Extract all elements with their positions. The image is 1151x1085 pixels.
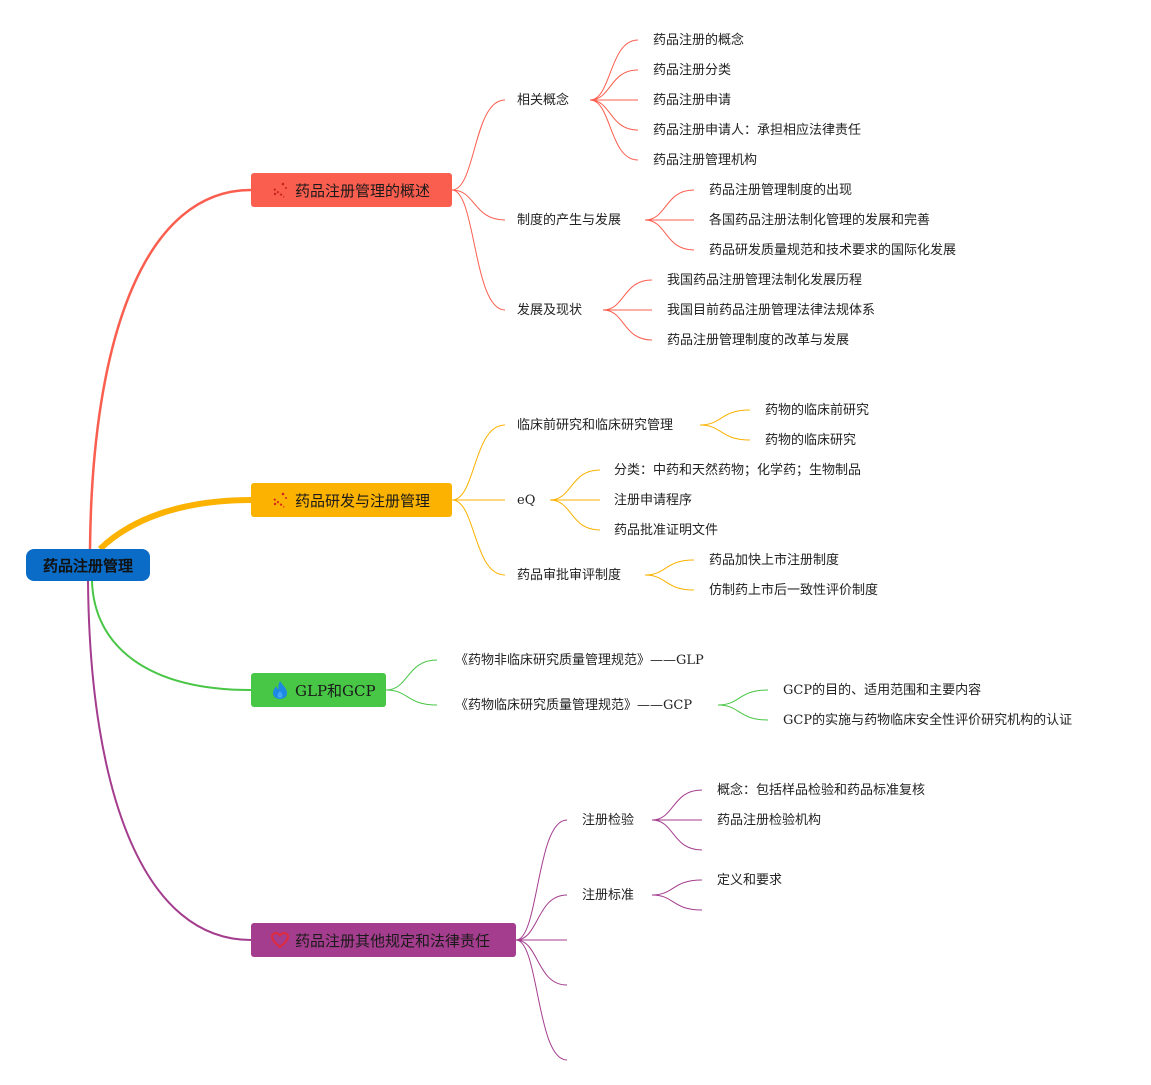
leaf-node[interactable]: GCP的实施与药物临床安全性评价研究机构的认证 (783, 713, 1073, 728)
leaf-node[interactable]: 药品注册管理制度的改革与发展 (667, 333, 850, 348)
leaf-node[interactable]: 注册申请程序 (614, 493, 693, 508)
connector (717, 704, 769, 721)
connector (699, 409, 751, 426)
root-connector (87, 580, 252, 941)
connector (644, 219, 695, 251)
leaf-node[interactable]: 药品注册分类 (653, 63, 732, 78)
topic-label: 药品注册管理的概述 (295, 181, 431, 200)
branch-connector (451, 189, 506, 221)
branch-connector (451, 499, 506, 576)
branch-connector (515, 894, 568, 941)
subtopic-eq[interactable]: eQ (517, 493, 536, 508)
leaf-node[interactable]: 药品注册的概念 (653, 33, 745, 48)
leaf-node[interactable]: 药品注册管理制度的出现 (709, 183, 853, 198)
connector (717, 689, 769, 706)
leaf-node[interactable]: 分类：中药和天然药物；化学药；生物制品 (614, 463, 862, 478)
connector (589, 39, 639, 101)
branch-connector (451, 99, 506, 191)
connector (602, 279, 653, 311)
branch-connector (451, 424, 506, 501)
topic-other-rules[interactable]: 药品注册其他规定和法律责任 (251, 923, 516, 957)
topic-label: GLP和GCP (295, 681, 376, 700)
connector (589, 99, 639, 131)
connector (549, 499, 601, 531)
leaf-node[interactable]: 药物的临床研究 (765, 433, 857, 448)
root-connector (88, 188, 252, 550)
branch-connector (385, 689, 438, 706)
leaf-node[interactable]: 各国药品注册法制化管理的发展和完善 (709, 213, 931, 228)
leaf-node[interactable]: 药品注册检验机构 (717, 813, 822, 828)
leaf-node[interactable]: 药品注册申请人：承担相应法律责任 (653, 123, 862, 138)
leaf-node[interactable]: 药品注册申请 (653, 93, 732, 108)
topic-glp-gcp[interactable]: GLP和GCP (251, 673, 386, 707)
leaf-node[interactable]: 定义和要求 (717, 873, 783, 888)
branch-connector (515, 819, 568, 941)
leaf-node[interactable]: 药物的临床前研究 (765, 403, 870, 418)
subtopic-glp[interactable]: 《药物非临床研究质量管理规范》——GLP (455, 653, 704, 668)
topic-overview[interactable]: 药品注册管理的概述 (251, 173, 452, 207)
subtopic-system-origin[interactable]: 制度的产生与发展 (517, 213, 622, 228)
leaf-node[interactable]: 药品批准证明文件 (614, 523, 719, 538)
heart-icon (269, 929, 291, 951)
root-topic-label: 药品注册管理 (42, 556, 133, 575)
leaf-node[interactable]: 药品注册管理机构 (653, 153, 758, 168)
flame-icon (269, 679, 291, 701)
leaf-node[interactable]: 仿制药上市后一致性评价制度 (709, 583, 879, 598)
connector (589, 69, 639, 101)
leaf-node[interactable]: 概念：包括样品检验和药品标准复核 (717, 783, 926, 798)
branch-connector (451, 189, 506, 311)
subtopic-review-system[interactable]: 药品审批审评制度 (517, 568, 622, 583)
topic-label: 药品注册其他规定和法律责任 (295, 931, 491, 950)
connector (651, 879, 703, 896)
root-topic[interactable]: 药品注册管理 (26, 549, 150, 581)
root-connector (91, 580, 252, 691)
branch-connector (515, 939, 568, 986)
connector (651, 789, 703, 821)
connector (651, 894, 703, 911)
subtopic-registration-testing[interactable]: 注册检验 (582, 813, 635, 828)
leaf-node[interactable]: 我国药品注册管理法制化发展历程 (667, 273, 863, 288)
subtopic-status[interactable]: 发展及现状 (517, 303, 583, 318)
subtopic-registration-standard[interactable]: 注册标准 (582, 888, 635, 903)
connector (699, 424, 751, 441)
branch-connector (515, 939, 568, 1061)
leaf-node[interactable]: 药品研发质量规范和技术要求的国际化发展 (709, 243, 957, 258)
root-connector (97, 497, 252, 552)
topic-label: 药品研发与注册管理 (295, 491, 431, 510)
connector (644, 189, 695, 221)
connector (651, 819, 703, 851)
leaf-node[interactable]: 药品加快上市注册制度 (709, 553, 840, 568)
leaf-node[interactable]: GCP的目的、适用范围和主要内容 (783, 683, 982, 698)
topic-rd-registration[interactable]: 药品研发与注册管理 (251, 483, 452, 517)
connector (644, 574, 695, 591)
subtopic-clinical-research[interactable]: 临床前研究和临床研究管理 (517, 418, 674, 433)
magic-wand-icon (269, 179, 291, 201)
connector (589, 99, 639, 161)
leaf-node[interactable]: 我国目前药品注册管理法律法规体系 (667, 303, 876, 318)
subtopic-related-concepts[interactable]: 相关概念 (517, 93, 570, 108)
subtopic-gcp[interactable]: 《药物临床研究质量管理规范》——GCP (455, 698, 693, 713)
connector (549, 469, 601, 501)
magic-wand-icon (269, 489, 291, 511)
connector (602, 309, 653, 341)
connector (644, 559, 695, 576)
branch-connector (385, 659, 438, 691)
